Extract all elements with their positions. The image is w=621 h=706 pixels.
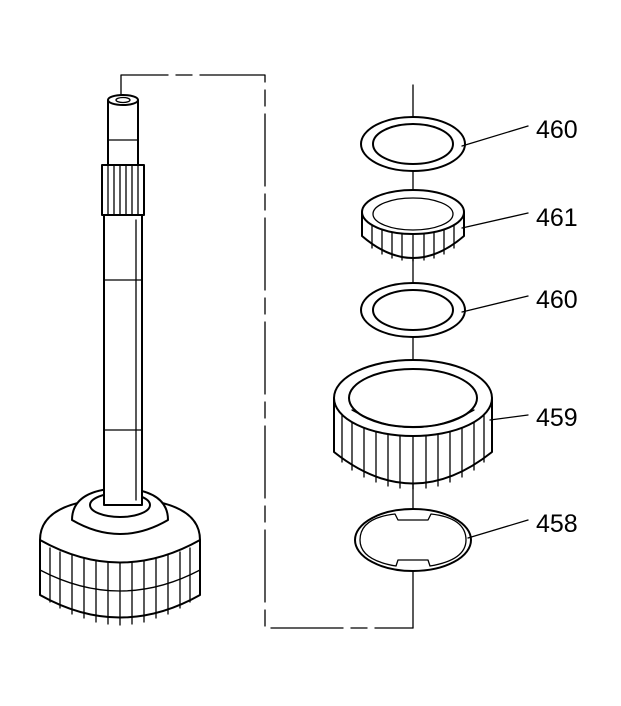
callout-leaders (461, 125, 529, 539)
snap-ring (354, 508, 472, 572)
thrust-washer-lower (360, 282, 466, 338)
thrust-washer-upper (360, 116, 466, 172)
input-shaft (101, 94, 145, 506)
callout-label-458: 458 (536, 510, 578, 538)
input-housing (333, 359, 493, 490)
assembly-path-line (120, 74, 414, 629)
callout-label-460-lower: 460 (536, 286, 578, 314)
callout-label-461: 461 (536, 204, 578, 232)
callout-labels: 460 461 460 459 458 (536, 116, 578, 538)
needle-bearing (361, 189, 465, 262)
input-shaft-assembly (39, 94, 201, 626)
shaft-drum (39, 487, 201, 626)
callout-label-459: 459 (536, 404, 578, 432)
callout-label-460-upper: 460 (536, 116, 578, 144)
